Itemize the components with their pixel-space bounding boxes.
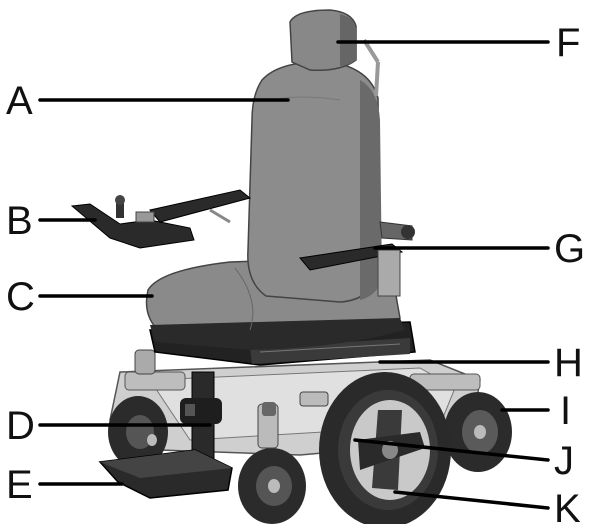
label-e: E [6, 463, 33, 507]
label-h: H [554, 341, 583, 385]
wheelchair-illustration [72, 10, 512, 524]
label-f: F [556, 21, 580, 65]
label-j: J [554, 439, 574, 483]
label-k: K [554, 487, 581, 524]
label-b: B [6, 199, 33, 243]
label-d: D [6, 404, 35, 448]
label-g: G [554, 227, 585, 271]
rear-caster-wheel [444, 392, 512, 472]
label-i: I [560, 389, 571, 433]
label-a: A [6, 79, 33, 123]
label-c: C [6, 275, 35, 319]
left-armrest-joystick [72, 190, 250, 248]
